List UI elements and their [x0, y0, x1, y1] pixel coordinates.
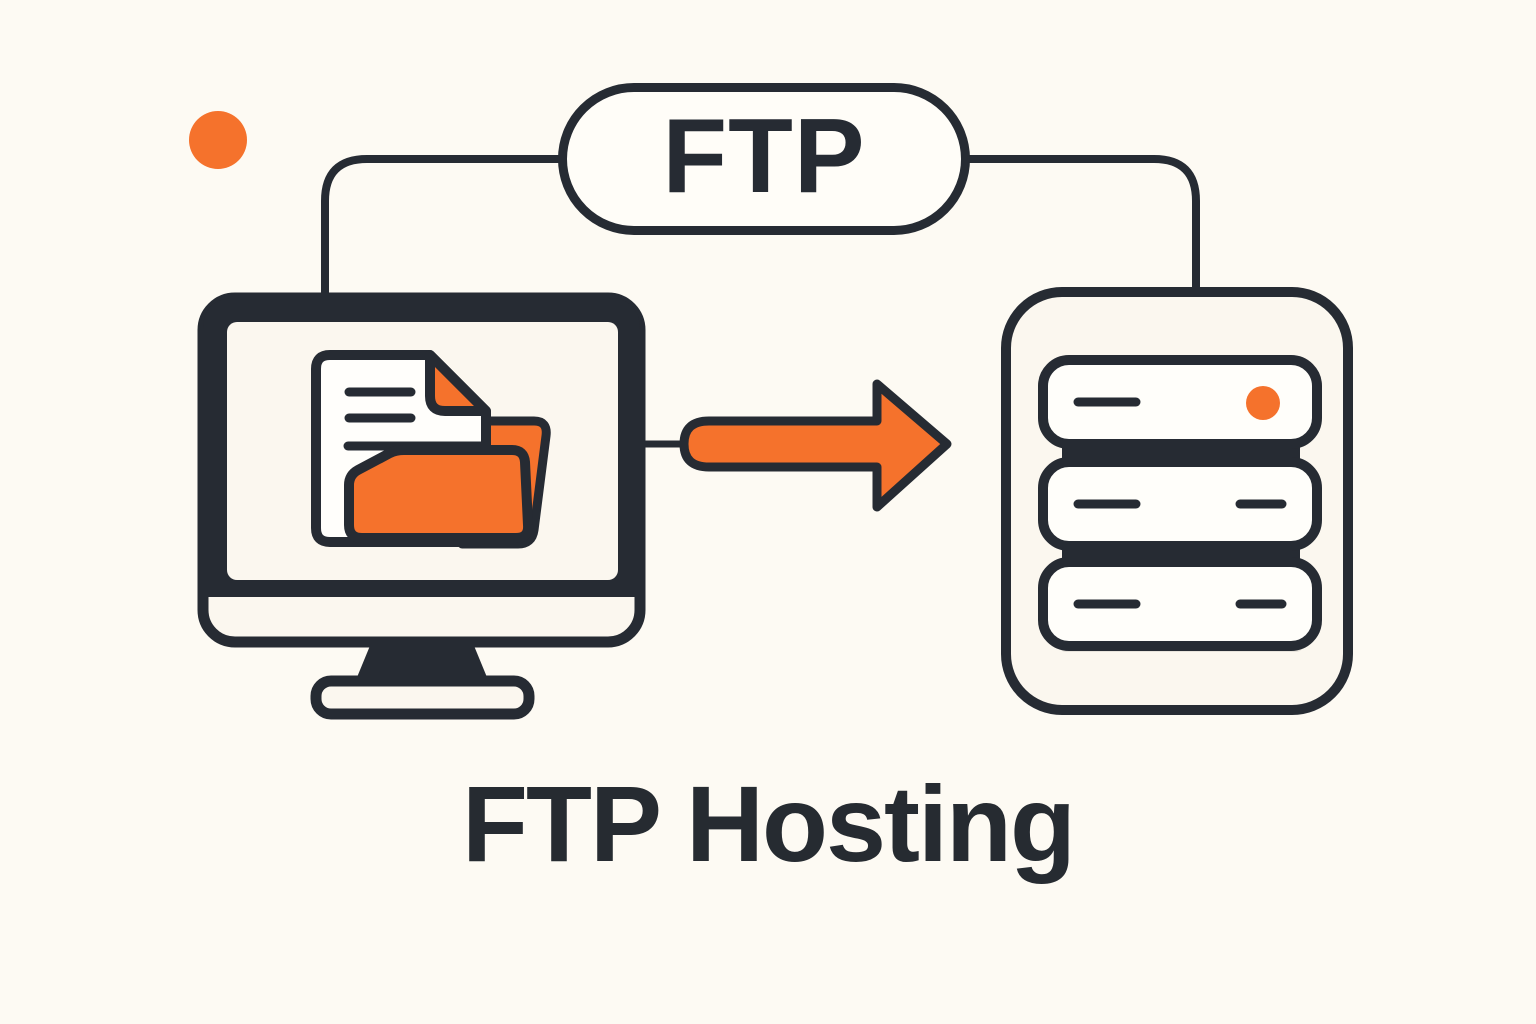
monitor-stand — [353, 636, 491, 687]
computer-node — [197, 292, 646, 720]
page-title: FTP Hosting — [462, 763, 1076, 884]
server-status-dot-icon — [1246, 386, 1280, 420]
ftp-badge-label: FTP — [662, 97, 866, 215]
server-vent-dashes — [1073, 397, 1287, 609]
server-node — [1001, 287, 1353, 715]
server-unit-3 — [1038, 557, 1322, 651]
connector-badge-to-computer — [321, 155, 562, 300]
caption: FTP Hosting — [0, 770, 1536, 878]
folder-front-panel — [344, 445, 534, 543]
ftp-protocol-badge: FTP — [558, 83, 970, 235]
transfer-arrow-icon — [679, 379, 952, 512]
monitor-base — [310, 675, 535, 720]
document-fold-corner — [425, 350, 491, 416]
server-unit-2 — [1038, 457, 1322, 551]
document-folder-icon — [311, 350, 551, 549]
server-unit-1 — [1038, 355, 1322, 449]
connector-badge-to-server — [962, 155, 1200, 292]
accent-dot-icon — [189, 111, 247, 169]
